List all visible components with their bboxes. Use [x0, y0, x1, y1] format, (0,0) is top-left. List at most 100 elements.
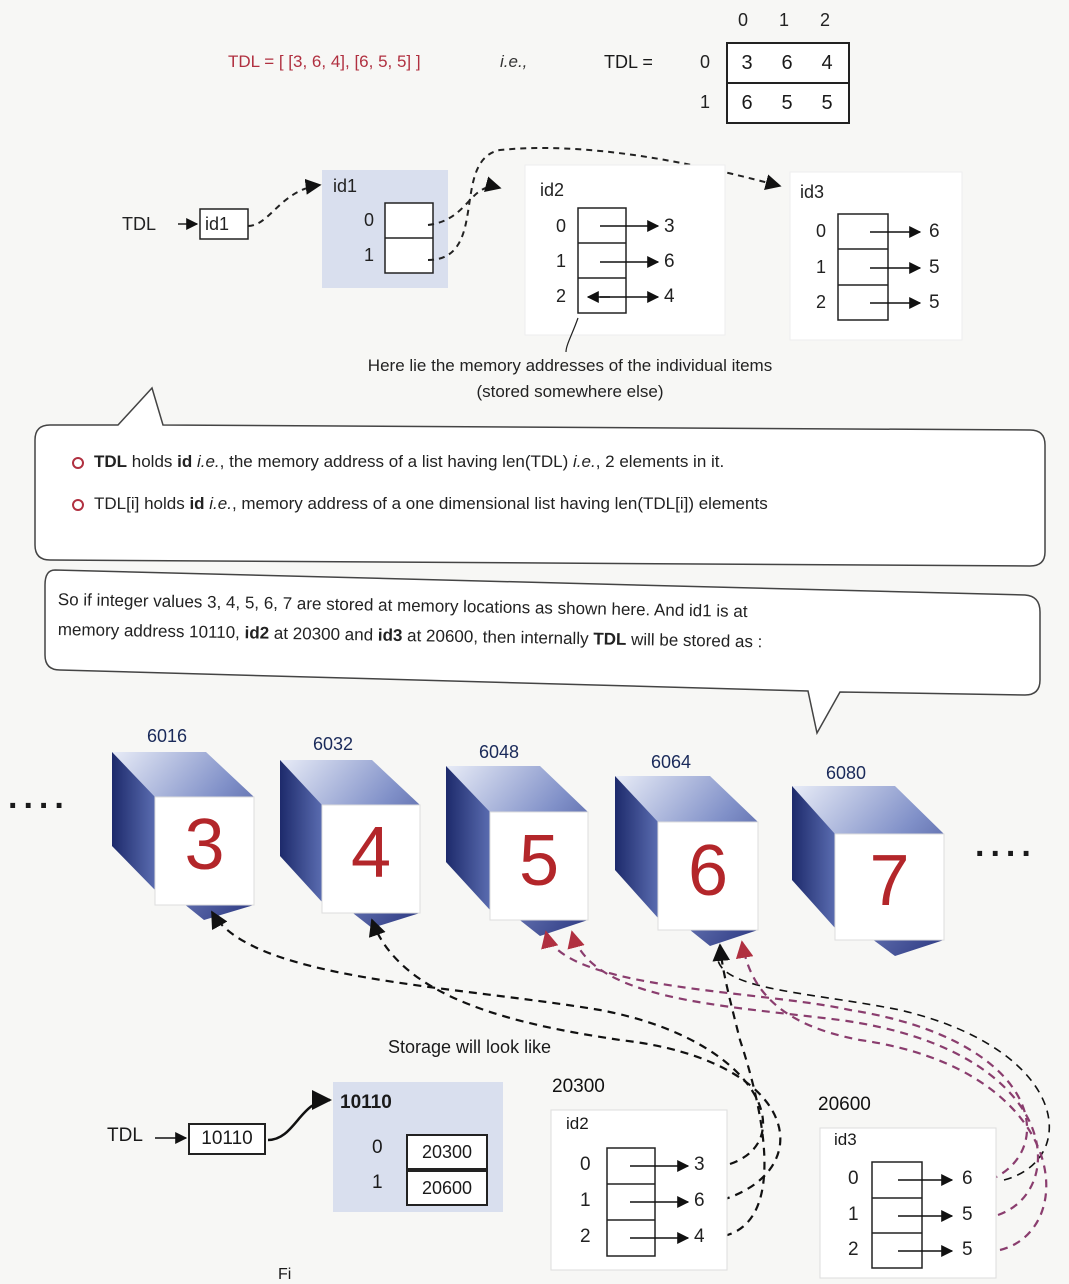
callout1-shape	[34, 386, 1046, 567]
bullet-dot-icon	[72, 498, 84, 511]
storage-caption: Storage will look like	[388, 1037, 552, 1057]
tdl-eq-label: TDL =	[604, 52, 653, 72]
b1-rest: , the memory address of a list having le…	[219, 452, 574, 471]
fig-caption-fragment: Fi	[278, 1266, 292, 1283]
ellipsis-left: ....	[8, 778, 70, 816]
c2-id2: id2	[244, 623, 270, 643]
outer-value-1: 20600	[406, 1170, 488, 1206]
id2-addr: 20300	[552, 1076, 605, 1097]
c2-a: memory address 10110,	[57, 620, 245, 643]
d1-id1-label: id1	[333, 176, 358, 196]
callout1-bullet1: TDL holds id i.e., the memory address of…	[72, 452, 724, 472]
cube-addr-6048: 6048	[479, 742, 520, 762]
table-cell-1-2: 5	[821, 92, 833, 114]
bullet-dot-icon	[72, 456, 84, 469]
c2-id3: id3	[377, 625, 403, 646]
d1-id1-index-0: 0	[364, 210, 375, 230]
table-cell-0-0: 3	[741, 52, 753, 74]
d1-id3-index-0: 0	[816, 221, 827, 241]
b1-id: id	[177, 452, 193, 471]
storage-tdl-box: 10110	[188, 1123, 266, 1155]
cube-value-4: 4	[350, 813, 392, 893]
d1-id3-value-1: 5	[929, 257, 940, 278]
storage-id3-index-1: 1	[848, 1204, 859, 1225]
b1-mid: holds	[127, 452, 178, 471]
d1-id2-index-0: 0	[556, 216, 567, 236]
table-cell-1-0: 6	[741, 92, 753, 114]
outer-value-0: 20300	[406, 1134, 488, 1170]
d1-id2-label: id2	[540, 180, 565, 200]
storage-id2-index-1: 1	[580, 1190, 591, 1211]
c2-b: at 20300 and	[268, 623, 379, 645]
memory-cubes	[112, 752, 945, 956]
tdl-literal: TDL = [ [3, 6, 4], [6, 5, 5] ]	[228, 52, 421, 72]
storage-id3-index-2: 2	[848, 1239, 859, 1260]
cube-value-3: 3	[184, 805, 225, 885]
c2-c: at 20600, then internally	[402, 626, 594, 649]
storage-arrows	[211, 910, 1050, 1252]
ellipsis-right: ....	[975, 826, 1037, 864]
cube-6032	[280, 760, 421, 928]
tdl-table-grid	[726, 42, 850, 124]
d1-id3-value-2: 5	[929, 292, 940, 313]
d1-id3-index-2: 2	[816, 292, 827, 312]
d1-id2-index-2: 2	[556, 286, 567, 306]
storage-id2-index-2: 2	[580, 1226, 591, 1247]
col-header-1: 1	[779, 10, 790, 30]
b2-id: id	[189, 494, 205, 513]
b2-ie: i.e.	[204, 494, 232, 513]
table-cell-1-1: 5	[781, 92, 793, 114]
id3-addr: 20600	[818, 1094, 871, 1115]
cube-6064	[615, 776, 759, 946]
cube-value-7: 7	[869, 841, 910, 921]
b1-ie2: i.e.	[573, 452, 596, 471]
storage-id3-value-0: 6	[962, 1168, 973, 1189]
diagram1-shapes	[178, 147, 963, 353]
cube-addr-6064: 6064	[651, 752, 692, 772]
table-cell-0-1: 6	[781, 52, 793, 74]
storage-id2-label: id2	[566, 1114, 589, 1133]
row-header-1: 1	[700, 92, 711, 112]
table-cell-0-2: 4	[821, 52, 833, 74]
cube-value-6: 6	[687, 831, 729, 911]
cube-6016	[112, 752, 255, 920]
storage-tdl-label: TDL	[107, 1125, 143, 1146]
cube-addr-6032: 6032	[313, 734, 354, 754]
storage-id3-index-0: 0	[848, 1168, 859, 1189]
cube-addr-6016: 6016	[147, 726, 188, 746]
d1-id2-value-2: 4	[664, 286, 675, 307]
col-header-0: 0	[738, 10, 749, 30]
d1-id2-index-1: 1	[556, 251, 567, 271]
d1-id3-index-1: 1	[816, 257, 827, 277]
d1-tdl-box: id1	[205, 214, 230, 234]
d1-note-line2: (stored somewhere else)	[476, 382, 664, 401]
outer-addr: 10110	[340, 1092, 392, 1113]
storage-id3-value-2: 5	[962, 1239, 973, 1260]
storage-id2-value-0: 3	[694, 1154, 705, 1175]
cube-6080	[792, 786, 945, 956]
outer-index-1: 1	[372, 1172, 383, 1193]
b2-tdli: TDL[i]	[94, 494, 140, 513]
row-header-0: 0	[700, 52, 711, 72]
outer-index-0: 0	[372, 1137, 383, 1158]
col-header-2: 2	[820, 10, 831, 30]
storage-id3-label: id3	[834, 1130, 857, 1149]
cube-6048	[446, 766, 589, 936]
callout2-shape	[44, 569, 1041, 736]
b1-end: , 2 elements in it.	[595, 452, 725, 471]
tdl-literal-text: TDL = [ [3, 6, 4], [6, 5, 5] ]	[228, 52, 421, 71]
d1-id3-value-0: 6	[929, 221, 940, 242]
storage-id2-index-0: 0	[580, 1154, 591, 1175]
b2-mid: holds	[139, 494, 190, 513]
d1-id2-value-0: 3	[664, 216, 675, 237]
d1-tdl-label: TDL	[122, 214, 157, 234]
cube-value-5: 5	[518, 821, 560, 901]
b1-tdl: TDL	[94, 452, 128, 471]
d1-id3-label: id3	[800, 182, 825, 202]
d1-id2-value-1: 6	[664, 251, 675, 272]
storage-id2-value-1: 6	[694, 1190, 705, 1211]
b2-rest: , memory address of a one dimensional li…	[231, 494, 768, 513]
ie-text: i.e.,	[500, 52, 528, 71]
c2-tdl: TDL	[593, 629, 627, 649]
